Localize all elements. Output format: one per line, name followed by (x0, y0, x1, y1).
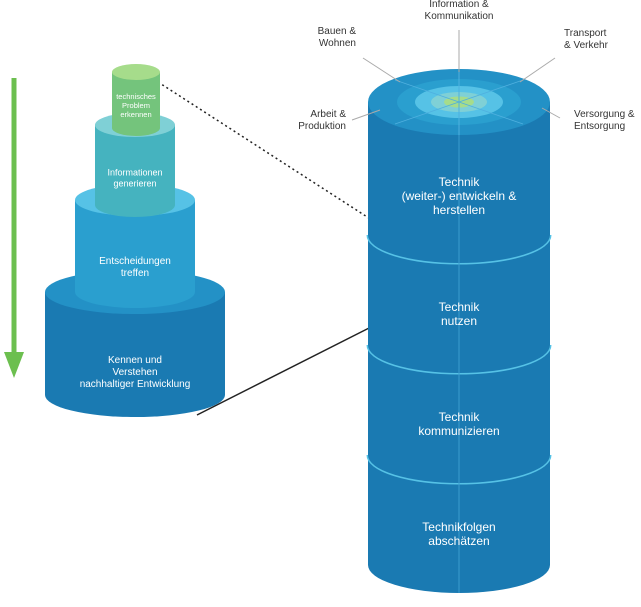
domain-label-2: Bauen &Wohnen (318, 26, 357, 49)
pyramid-level-4 (112, 64, 160, 136)
domain-leaders (351, 30, 561, 121)
tower-label-1: Technik(weiter-) entwickeln &herstellen (402, 175, 517, 217)
connector-dotted (157, 81, 376, 223)
domain-label-3: Transport& Verkehr (564, 28, 609, 51)
tower-top (368, 69, 550, 135)
domain-label-5: Versorgung &Entsorgung (574, 109, 635, 132)
connector-solid (196, 324, 376, 416)
process-arrow (4, 78, 24, 378)
tower-segment-1 (368, 102, 550, 263)
domain-label-4: Arbeit &Produktion (298, 109, 346, 132)
domain-label-1: Information &Kommunikation (425, 0, 494, 22)
